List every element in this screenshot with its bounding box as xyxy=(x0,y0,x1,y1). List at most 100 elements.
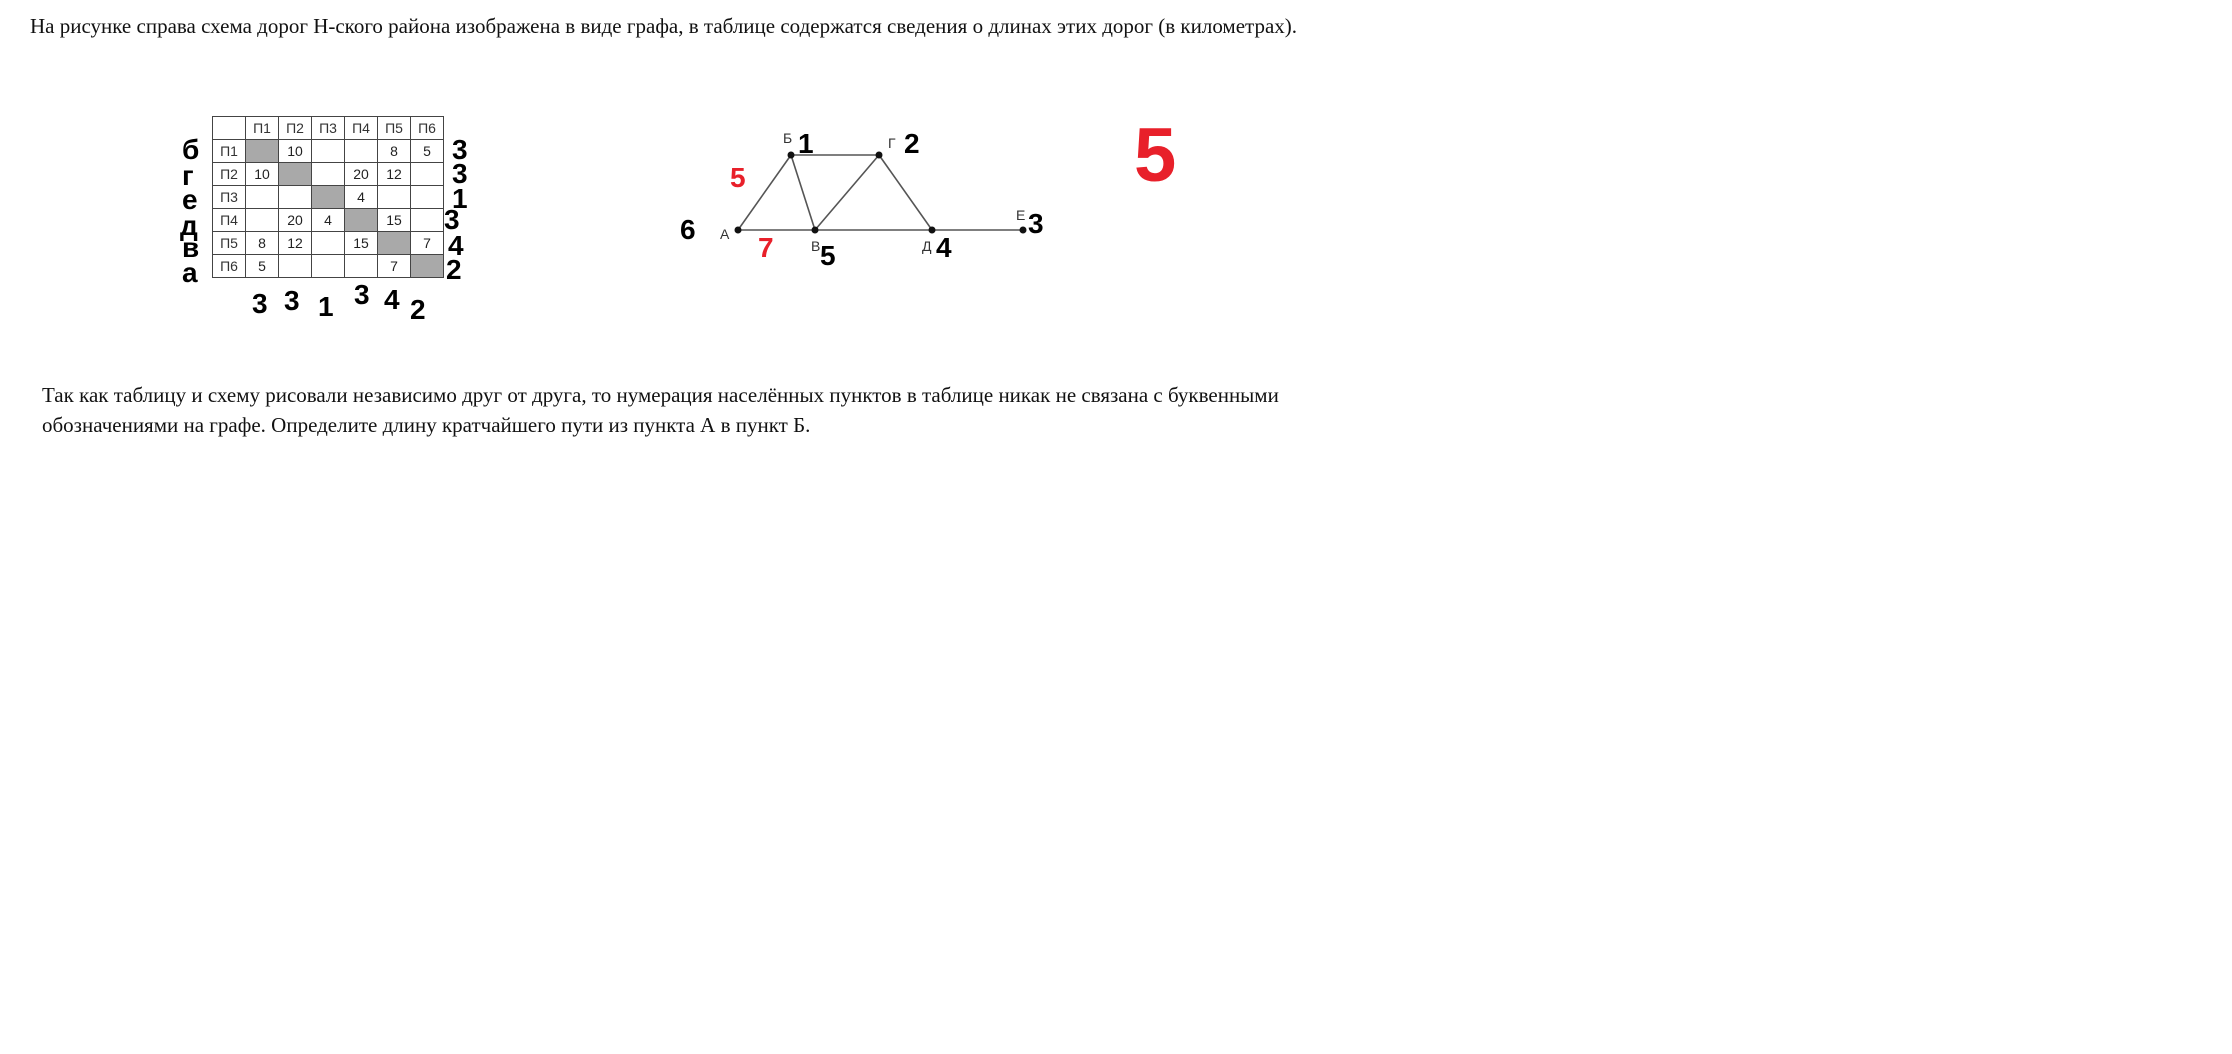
node-a xyxy=(734,226,742,234)
node-e xyxy=(1019,226,1027,234)
node-label-g: Г xyxy=(888,135,896,151)
table-col-header: П4 xyxy=(344,116,378,140)
node-label-a: А xyxy=(720,226,730,242)
edge-weight-av: 7 xyxy=(758,232,774,263)
node-label-e: Е xyxy=(1016,207,1025,223)
table-cell: 20 xyxy=(278,208,312,232)
node-degree-e: 3 xyxy=(1028,208,1044,239)
node-g xyxy=(875,151,883,159)
table-row: П2 10 20 12 xyxy=(212,162,444,186)
table-cell xyxy=(311,254,345,278)
table-cell xyxy=(377,231,411,255)
table-row-header: П3 xyxy=(212,185,246,209)
problem-question: Так как таблицу и схему рисовали независ… xyxy=(42,383,1279,437)
table-cell xyxy=(278,254,312,278)
node-label-b: Б xyxy=(783,130,792,146)
row-degree: 1 xyxy=(452,183,468,214)
node-degree-g: 2 xyxy=(904,128,920,159)
table-cell: 5 xyxy=(410,139,444,163)
table-cell: 5 xyxy=(245,254,279,278)
table-cell xyxy=(278,162,312,186)
table-row: П4 20 4 15 xyxy=(212,208,444,232)
row-degree: 3 xyxy=(444,204,460,235)
table-cell: 12 xyxy=(278,231,312,255)
table-cell xyxy=(311,185,345,209)
node-degree-d: 4 xyxy=(936,232,952,263)
table-cell xyxy=(311,139,345,163)
table-cell: 7 xyxy=(410,231,444,255)
row-letter: а xyxy=(182,257,198,288)
row-letter: д xyxy=(180,210,198,241)
row-degree: 4 xyxy=(448,230,464,261)
table-cell xyxy=(410,208,444,232)
answer-value: 5 xyxy=(1134,113,1177,198)
table-row-header: П1 xyxy=(212,139,246,163)
table-row-header: П2 xyxy=(212,162,246,186)
col-degree: 1 xyxy=(318,291,334,322)
row-degree: 3 xyxy=(452,158,468,189)
table-cell: 4 xyxy=(344,185,378,209)
table-col-header: П1 xyxy=(245,116,279,140)
table-cell xyxy=(344,139,378,163)
edge-weight-ab: 5 xyxy=(730,162,746,193)
table-cell xyxy=(410,254,444,278)
table-row-header: П6 xyxy=(212,254,246,278)
col-degree: 3 xyxy=(252,288,268,319)
table-row-header: П5 xyxy=(212,231,246,255)
table-cell: 10 xyxy=(245,162,279,186)
table-row-header: П4 xyxy=(212,208,246,232)
col-degree: 3 xyxy=(354,279,370,310)
table-cell xyxy=(311,162,345,186)
table-cell xyxy=(377,185,411,209)
table-col-header: П2 xyxy=(278,116,312,140)
node-degree-v: 5 xyxy=(820,240,836,271)
table-cell: 4 xyxy=(311,208,345,232)
table-cell xyxy=(410,185,444,209)
edge-v-g xyxy=(814,154,880,231)
table-cell: 7 xyxy=(377,254,411,278)
table-cell: 8 xyxy=(245,231,279,255)
graph-edges xyxy=(737,154,1023,231)
edge-g-d xyxy=(878,154,933,231)
table-cell xyxy=(344,254,378,278)
table-row: П6 5 7 xyxy=(212,254,444,278)
table-cell: 10 xyxy=(278,139,312,163)
col-degree: 3 xyxy=(284,285,300,316)
table-col-header: П3 xyxy=(311,116,345,140)
node-degree-a: 6 xyxy=(680,214,696,245)
table-cell xyxy=(245,139,279,163)
table-cell: 8 xyxy=(377,139,411,163)
edge-a-b xyxy=(737,154,792,231)
table-col-header: П6 xyxy=(410,116,444,140)
problem-intro: На рисунке справа схема дорог Н-ского ра… xyxy=(30,14,1298,38)
table-corner-cell xyxy=(212,116,246,140)
edge-b-v xyxy=(790,154,816,231)
table-col-header: П5 xyxy=(377,116,411,140)
row-degree: 2 xyxy=(446,254,462,285)
table-cell xyxy=(245,208,279,232)
row-letter: б xyxy=(182,134,200,165)
distance-table: П1 П2 П3 П4 П5 П6 П1 10 8 5 П2 10 20 12 … xyxy=(212,116,444,278)
table-cell: 20 xyxy=(344,162,378,186)
table-cell xyxy=(410,162,444,186)
node-b xyxy=(787,151,795,159)
node-degree-b: 1 xyxy=(798,128,814,159)
table-row: П1 10 8 5 xyxy=(212,139,444,163)
node-label-d: Д xyxy=(922,238,932,254)
table-cell: 15 xyxy=(377,208,411,232)
node-label-v: В xyxy=(811,238,820,254)
row-letter: г xyxy=(182,160,194,191)
row-letter: в xyxy=(182,232,200,263)
table-header-row: П1 П2 П3 П4 П5 П6 xyxy=(212,116,444,140)
table-cell xyxy=(311,231,345,255)
row-degree: 3 xyxy=(452,134,468,165)
table-cell xyxy=(245,185,279,209)
table-cell xyxy=(278,185,312,209)
table-cell: 15 xyxy=(344,231,378,255)
table-row: П5 8 12 15 7 xyxy=(212,231,444,255)
graph-nodes xyxy=(734,151,1027,234)
col-degree: 4 xyxy=(384,284,400,315)
table-row: П3 4 xyxy=(212,185,444,209)
node-d xyxy=(928,226,936,234)
road-graph: А Б В Г Д Е xyxy=(720,130,1027,254)
